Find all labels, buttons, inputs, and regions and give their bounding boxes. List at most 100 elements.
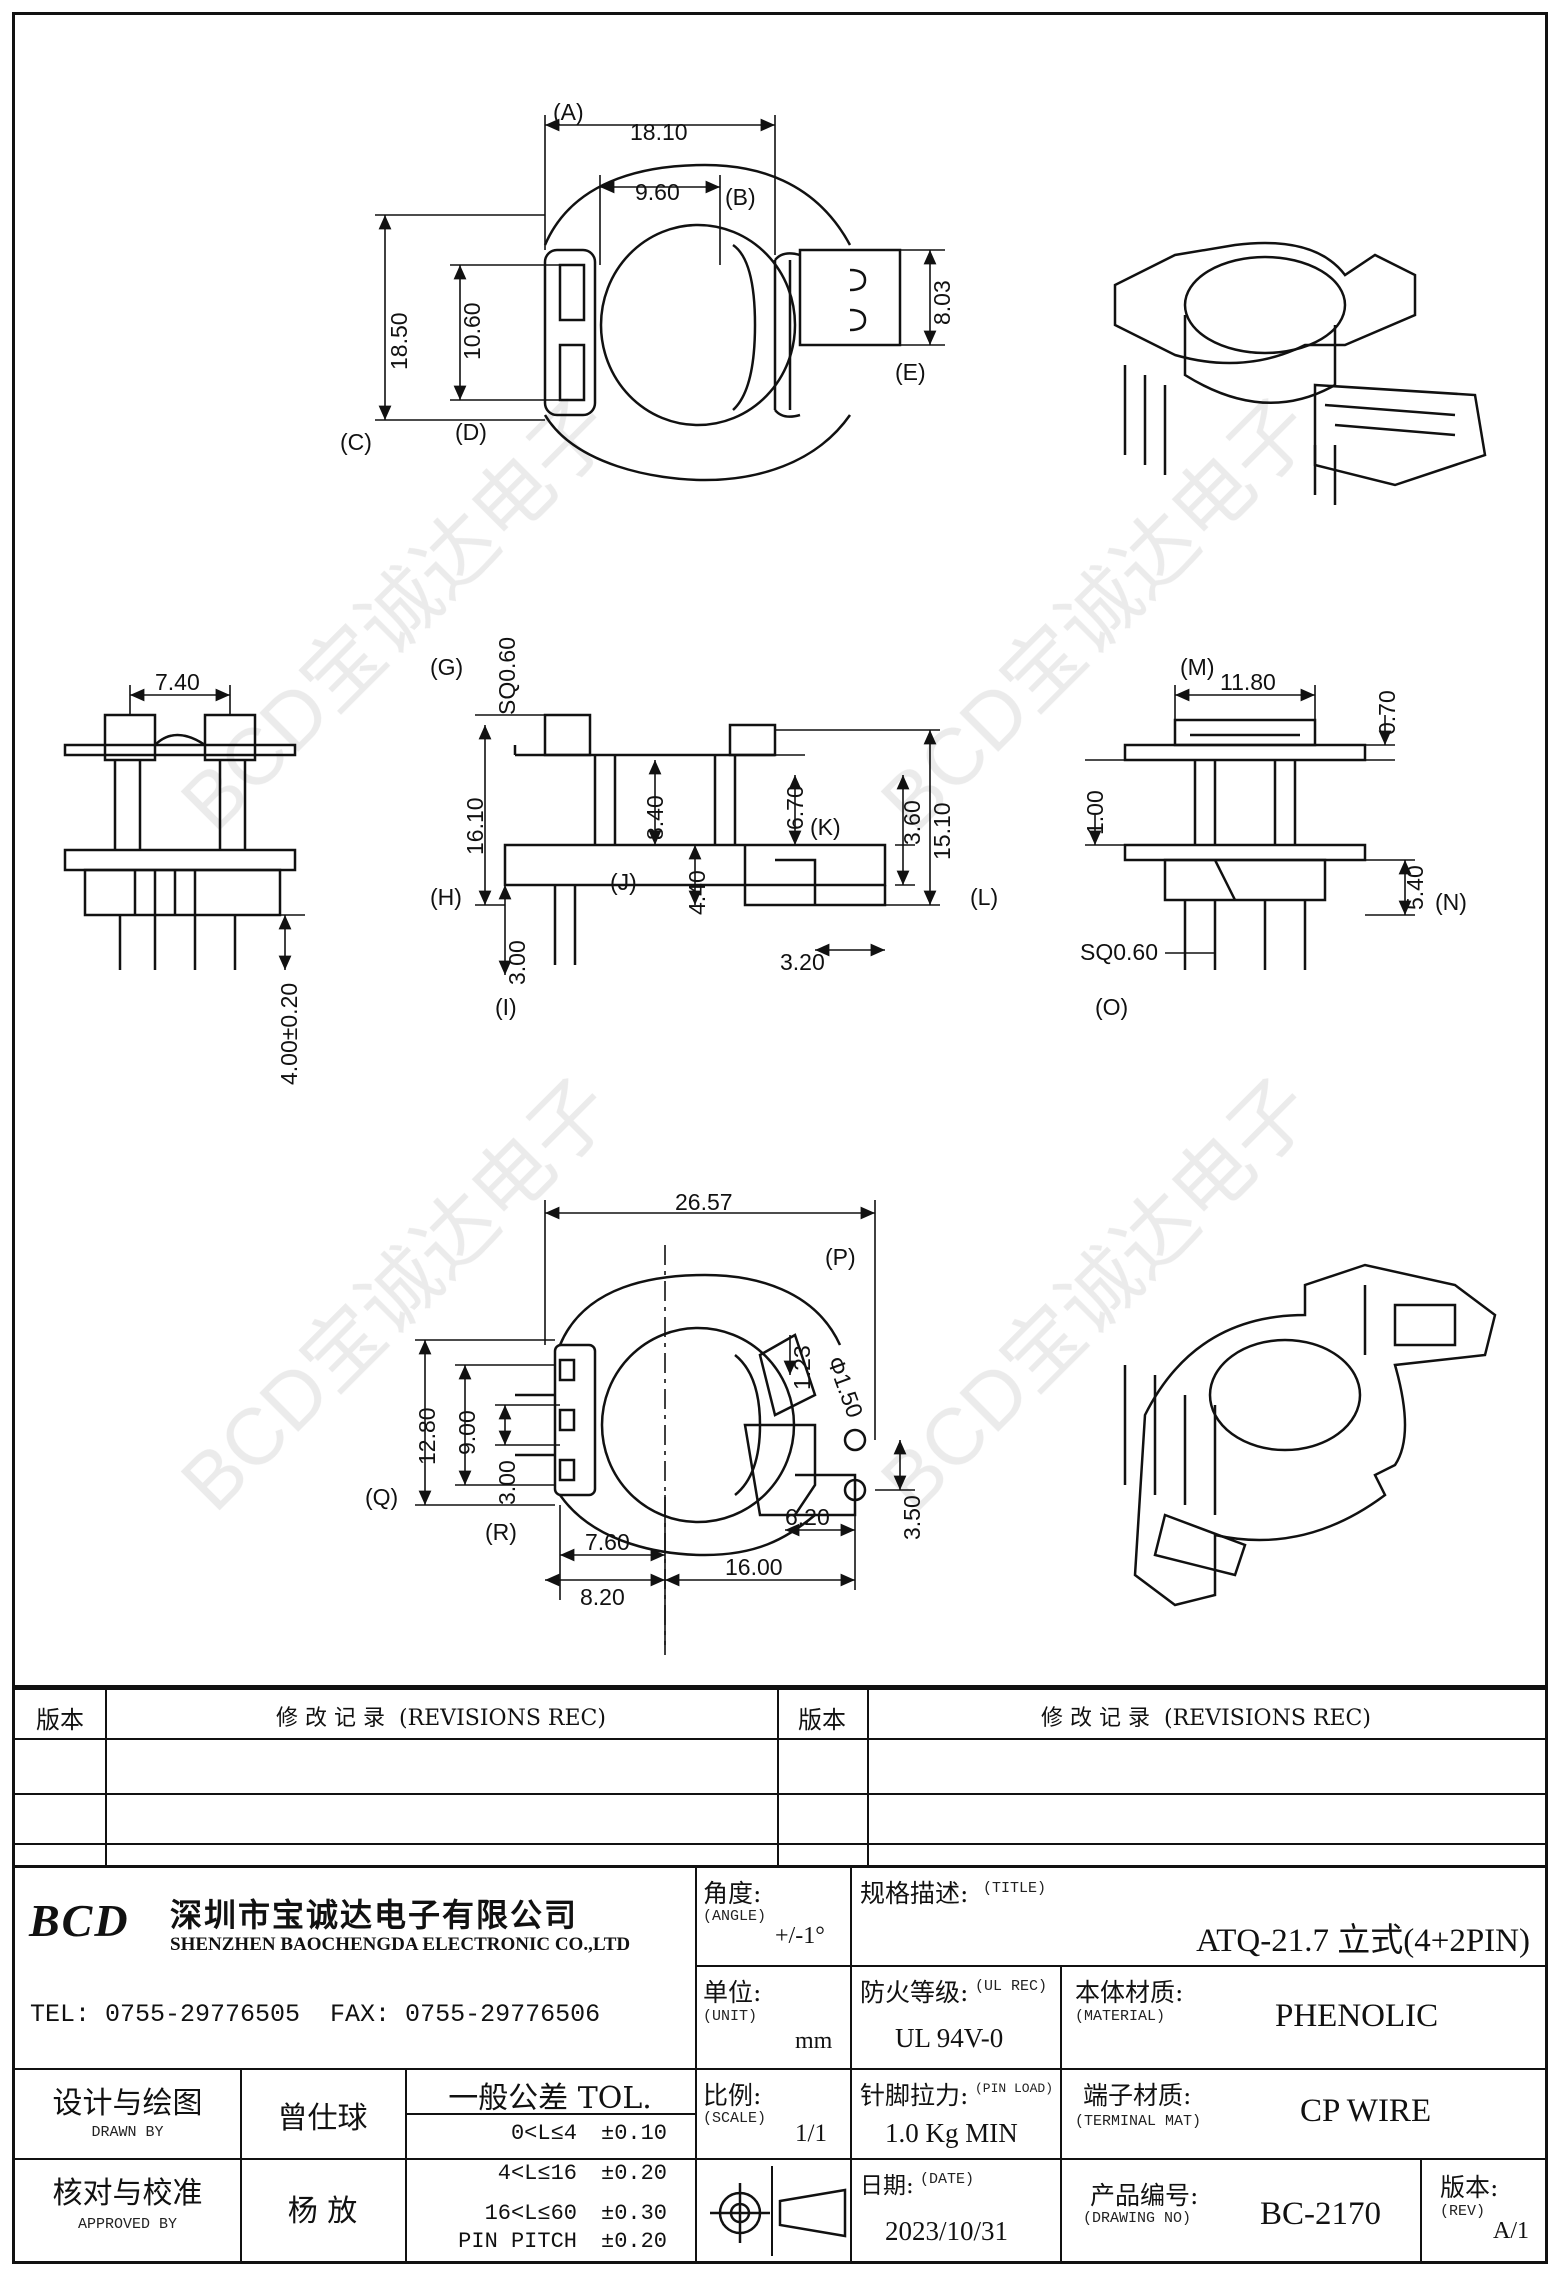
tolerance-label: 一般公差 TOL. [448, 2081, 652, 2116]
bottom-view-dims [415, 1200, 915, 1655]
material-label: 本体材质: [1075, 1978, 1184, 2007]
tolerance-table: 0<L≤4±0.10 4<L≤16±0.20 16<L≤60±0.30 PIN … [407, 2120, 693, 2256]
unit-en: (UNIT) [703, 2008, 758, 2025]
material-value: PHENOLIC [1275, 1998, 1439, 2034]
designer-en: DRAWN BY [91, 2124, 164, 2141]
dim-3-60: 3.60 [899, 800, 925, 845]
dim-10-60: 10.60 [459, 302, 485, 360]
dim-11-80: 11.80 [1220, 669, 1276, 695]
company-contact: TEL: 0755-29776505 FAX: 0755-29776506 [30, 2000, 601, 2029]
dim-18-10: 18.10 [630, 119, 688, 145]
rev-value: A/1 [1493, 2218, 1529, 2244]
right-view [1123, 718, 1367, 970]
rev-label: 版本: [1440, 2173, 1499, 2202]
label-b: (B) [725, 184, 756, 210]
label-j: (J) [610, 869, 637, 895]
approver-label: 核对与校准 [52, 2176, 203, 2211]
dim-sq-0-60: SQ0.60 [494, 637, 520, 715]
pin-load-label: 针脚拉力: [860, 2081, 969, 2110]
dim-5-40: 5.40 [1402, 865, 1428, 910]
pin-load-value: 1.0 Kg MIN [885, 2118, 1018, 2148]
iso-view-top [1113, 241, 1487, 505]
approver-en: APPROVED BY [77, 2216, 178, 2233]
dim-7-40: 7.40 [155, 669, 200, 695]
rev-col-version-left: 版本 [36, 1706, 84, 1734]
rev-en: (REV) [1440, 2203, 1486, 2220]
tol-range: PIN PITCH [458, 2229, 577, 2254]
tol-value: ±0.30 [601, 2201, 668, 2226]
dim-6-20: 6.20 [785, 1504, 830, 1530]
label-c: (C) [340, 429, 372, 455]
terminal-value: CP WIRE [1300, 2093, 1432, 2129]
watermark-text: BCD宝诚达电子 [864, 1062, 1329, 1527]
company-logo: BCD [29, 1895, 130, 1946]
approver-value: 杨 放 [287, 2194, 358, 2229]
top-view-dims [375, 115, 945, 421]
company-name-en: SHENZHEN BAOCHENGDA ELECTRONIC CO.,LTD [170, 1934, 631, 1955]
watermark-text: BCD宝诚达电子 [164, 1062, 629, 1527]
scale-en: (SCALE) [703, 2110, 767, 2127]
side-view [503, 713, 887, 965]
dim-15-10: 15.10 [929, 802, 955, 860]
front-view [63, 713, 297, 970]
date-label: 日期: [860, 2173, 914, 2199]
label-n: (N) [1435, 889, 1467, 915]
projection-symbol [710, 2183, 847, 2243]
dim-6-70: 6.70 [782, 785, 808, 830]
dim-3-00: 3.00 [504, 940, 530, 985]
drawing-no-en: (DRAWING NO) [1083, 2210, 1192, 2227]
dim-3-20: 3.20 [780, 949, 825, 975]
dim-7-60: 7.60 [585, 1529, 630, 1555]
drawing-no-label: 产品编号: [1090, 2181, 1199, 2210]
company-name-cn: 深圳市宝诚达电子有限公司 [170, 1896, 579, 1934]
tol-row: 16<L≤60 ±0.30 [407, 2200, 693, 2228]
scale-label: 比例: [703, 2081, 762, 2110]
dim-26-57: 26.57 [675, 1189, 733, 1215]
label-g: (G) [430, 654, 463, 680]
rev-col-record-right: 修 改 记 录 (REVISIONS REC) [1041, 1706, 1371, 1731]
ul-value: UL 94V-0 [895, 2023, 1004, 2053]
rev-col-record-left: 修 改 记 录 (REVISIONS REC) [276, 1706, 606, 1731]
terminal-en: (TERMINAL MAT) [1075, 2113, 1202, 2130]
tol-value: ±0.20 [601, 2161, 668, 2186]
tol-range: 16<L≤60 [484, 2201, 577, 2226]
scale-value: 1/1 [795, 2120, 827, 2147]
dimension-texts: (A) 18.10 9.60 (B) 18.50 10.60 8.03 (C) … [155, 99, 1467, 1610]
title-label: 规格描述: [860, 1879, 969, 1908]
tol-value: ±0.20 [601, 2229, 668, 2254]
label-d: (D) [455, 419, 487, 445]
label-r: (R) [485, 1519, 517, 1545]
dim-12-80: 12.80 [414, 1407, 440, 1465]
title-value: ATQ-21.7 立式(4+2PIN) [1196, 1923, 1530, 1959]
dim-3-50: 3.50 [899, 1495, 925, 1540]
drawing-no-value: BC-2170 [1260, 2196, 1382, 2232]
label-h: (H) [430, 884, 462, 910]
dim-8-20: 8.20 [580, 1584, 625, 1610]
drawing-sheet: BCD宝诚达电子 BCD宝诚达电子 BCD宝诚达电子 BCD宝诚达电子 [12, 12, 1548, 2264]
dim-18-50: 18.50 [386, 312, 412, 370]
dim-9-00: 9.00 [454, 1410, 480, 1455]
label-a: (A) [553, 99, 584, 125]
revision-table: 版本 修 改 记 录 (REVISIONS REC) 版本 修 改 记 录 (R… [15, 1685, 1545, 1868]
rev-col-version-right: 版本 [798, 1706, 846, 1734]
label-k: (K) [810, 814, 841, 840]
watermark-text: BCD宝诚达电子 [164, 382, 629, 847]
label-q: (Q) [365, 1484, 398, 1510]
dim-1-00: 1.00 [1082, 790, 1108, 835]
dim-4-40: 4.40 [684, 870, 710, 915]
dim-dia-1-50: Φ1.50 [822, 1353, 868, 1421]
dim-16-00: 16.00 [725, 1554, 783, 1580]
technical-drawing: BCD宝诚达电子 BCD宝诚达电子 BCD宝诚达电子 BCD宝诚达电子 [63, 99, 1497, 1655]
label-o: (O) [1095, 994, 1128, 1020]
date-en: (DATE) [920, 2171, 975, 2188]
label-m: (M) [1180, 654, 1214, 680]
pin-load-en: (PIN LOAD) [975, 2081, 1054, 2096]
tol-range: 0<L≤4 [510, 2121, 577, 2146]
dim-16-10: 16.10 [462, 797, 488, 855]
label-p: (P) [825, 1244, 856, 1270]
tol-row: PIN PITCH ±0.20 [407, 2228, 693, 2256]
dim-3-00-bottom: 3.00 [494, 1460, 520, 1505]
side-view-dims [475, 714, 940, 975]
dim-8-40: 8.40 [642, 795, 668, 840]
ul-label: 防火等级: [860, 1978, 969, 2007]
